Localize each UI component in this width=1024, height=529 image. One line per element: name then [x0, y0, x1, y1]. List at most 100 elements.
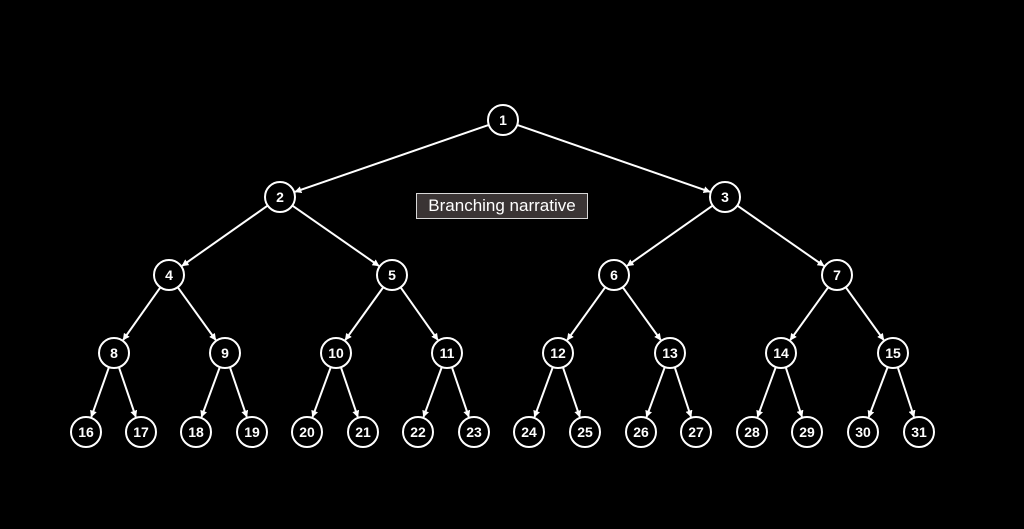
- node-label: 13: [662, 345, 678, 361]
- node-circle: [513, 416, 545, 448]
- tree-node-9: 9: [209, 337, 241, 369]
- node-circle: [487, 104, 519, 136]
- node-circle: [458, 416, 490, 448]
- node-circle: [236, 416, 268, 448]
- node-circle: [598, 259, 630, 291]
- node-circle: [320, 337, 352, 369]
- node-label: 7: [833, 267, 841, 283]
- tree-node-15: 15: [877, 337, 909, 369]
- node-label: 8: [110, 345, 118, 361]
- edge-15-30: [867, 366, 889, 418]
- edge-12-25: [561, 366, 582, 418]
- node-circle: [431, 337, 463, 369]
- tree-node-26: 26: [625, 416, 657, 448]
- diagram-caption: Branching narrative: [416, 193, 588, 219]
- edge-10-21: [339, 366, 360, 418]
- edge-4-9: [176, 286, 217, 341]
- tree-node-31: 31: [903, 416, 935, 448]
- node-label: 1: [499, 112, 507, 128]
- node-label: 25: [577, 424, 593, 440]
- node-label: 17: [133, 424, 149, 440]
- tree-node-13: 13: [654, 337, 686, 369]
- node-circle: [821, 259, 853, 291]
- tree-node-23: 23: [458, 416, 490, 448]
- edge-8-17: [117, 366, 138, 418]
- node-circle: [376, 259, 408, 291]
- edge-9-19: [228, 366, 249, 418]
- node-label: 11: [440, 345, 455, 361]
- edge-5-11: [399, 286, 439, 341]
- node-circle: [264, 181, 296, 213]
- edge-2-4: [181, 204, 269, 267]
- node-label: 20: [299, 424, 315, 440]
- node-label: 2: [276, 189, 284, 205]
- node-label: 4: [165, 267, 173, 283]
- node-circle: [569, 416, 601, 448]
- tree-node-27: 27: [680, 416, 712, 448]
- edge-7-14: [789, 286, 830, 341]
- node-circle: [709, 181, 741, 213]
- node-label: 9: [221, 345, 229, 361]
- node-circle: [291, 416, 323, 448]
- tree-node-25: 25: [569, 416, 601, 448]
- node-circle: [680, 416, 712, 448]
- node-label: 15: [885, 345, 901, 361]
- tree-node-2: 2: [264, 181, 296, 213]
- tree-node-7: 7: [821, 259, 853, 291]
- edge-7-15: [844, 286, 885, 341]
- tree-node-8: 8: [98, 337, 130, 369]
- node-circle: [765, 337, 797, 369]
- node-label: 28: [744, 424, 760, 440]
- edge-13-26: [645, 366, 666, 418]
- node-circle: [347, 416, 379, 448]
- edge-2-5: [291, 204, 380, 267]
- tree-node-4: 4: [153, 259, 185, 291]
- tree-node-14: 14: [765, 337, 797, 369]
- edge-9-18: [200, 366, 221, 418]
- tree-node-20: 20: [291, 416, 323, 448]
- node-circle: [209, 337, 241, 369]
- tree-node-16: 16: [70, 416, 102, 448]
- node-label: 29: [799, 424, 815, 440]
- edge-3-7: [736, 204, 825, 267]
- node-label: 10: [328, 345, 344, 361]
- tree-node-3: 3: [709, 181, 741, 213]
- tree-node-10: 10: [320, 337, 352, 369]
- node-label: 6: [610, 267, 618, 283]
- edge-11-23: [450, 366, 471, 418]
- node-circle: [625, 416, 657, 448]
- tree-node-5: 5: [376, 259, 408, 291]
- node-label: 21: [355, 424, 371, 440]
- node-circle: [791, 416, 823, 448]
- node-label: 16: [78, 424, 94, 440]
- node-label: 26: [633, 424, 649, 440]
- node-label: 27: [688, 424, 704, 440]
- tree-node-18: 18: [180, 416, 212, 448]
- node-circle: [153, 259, 185, 291]
- edge-10-20: [311, 366, 332, 418]
- edge-3-6: [626, 204, 714, 267]
- node-circle: [125, 416, 157, 448]
- edges: [90, 123, 916, 418]
- node-label: 30: [855, 424, 871, 440]
- tree-node-30: 30: [847, 416, 879, 448]
- edge-8-16: [90, 366, 110, 418]
- node-circle: [654, 337, 686, 369]
- edge-11-22: [422, 366, 443, 418]
- node-label: 23: [466, 424, 482, 440]
- edge-15-31: [896, 366, 916, 418]
- edge-14-29: [784, 366, 804, 418]
- tree-node-11: 11: [431, 337, 463, 369]
- tree-node-19: 19: [236, 416, 268, 448]
- node-circle: [736, 416, 768, 448]
- edge-6-12: [566, 286, 607, 341]
- node-label: 5: [388, 267, 396, 283]
- tree-node-22: 22: [402, 416, 434, 448]
- node-label: 12: [550, 345, 566, 361]
- tree-node-17: 17: [125, 416, 157, 448]
- edge-6-13: [621, 286, 662, 341]
- tree-node-24: 24: [513, 416, 545, 448]
- tree-node-12: 12: [542, 337, 574, 369]
